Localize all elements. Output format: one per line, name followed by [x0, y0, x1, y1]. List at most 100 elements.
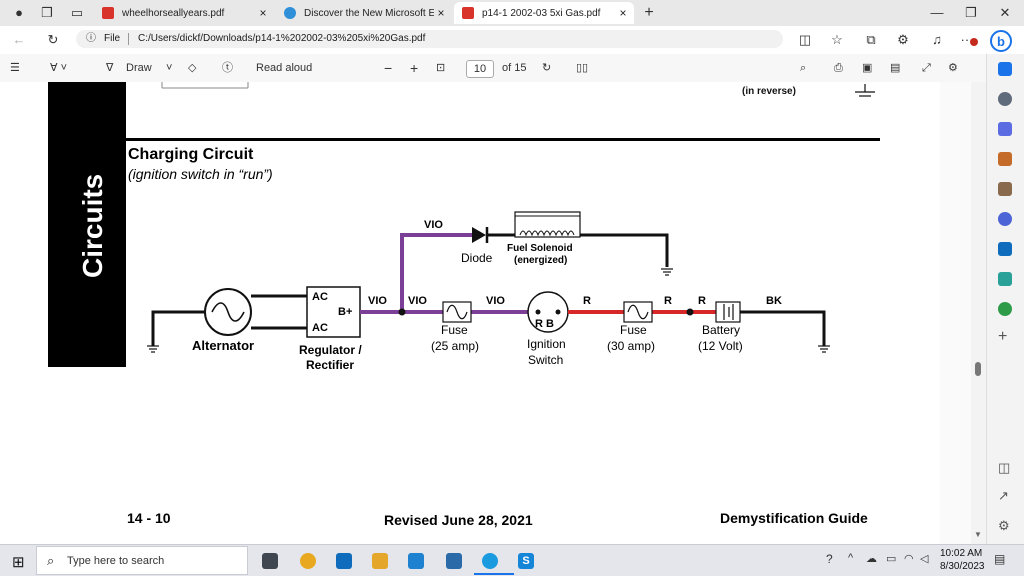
notification-bell-icon[interactable]	[998, 62, 1012, 76]
tree-icon[interactable]	[998, 302, 1012, 316]
save-icon[interactable]: ▣	[862, 62, 873, 74]
page-view-icon[interactable]: ▯▯	[576, 62, 589, 74]
print-icon[interactable]: ⎙	[834, 62, 843, 74]
rotate-icon[interactable]: ↻	[542, 62, 552, 74]
wire-label-r: R	[664, 295, 672, 307]
close-window-button[interactable]: ✕	[999, 5, 1011, 20]
settings-gear-icon[interactable]: ⚙	[998, 518, 1010, 533]
diode-label: Diode	[461, 251, 493, 265]
page-total: of 15	[502, 62, 527, 74]
edge-icon	[284, 7, 296, 19]
mail-icon[interactable]	[336, 553, 352, 569]
microsoft365-icon[interactable]	[998, 212, 1012, 226]
scroll-down-arrow[interactable]: ▼	[974, 530, 982, 539]
url-field[interactable]: ⓘ File C:/Users/dickf/Downloads/p14-1%20…	[76, 30, 783, 48]
chrome-icon[interactable]	[300, 553, 316, 569]
save-as-icon[interactable]: ▤	[890, 62, 901, 74]
revision-date: Revised June 28, 2021	[384, 512, 533, 528]
battery-label: Battery	[702, 323, 740, 337]
games-icon[interactable]	[998, 182, 1012, 196]
new-tab-button[interactable]: +	[644, 4, 654, 21]
skype-icon[interactable]: S	[518, 553, 534, 569]
photos-icon[interactable]	[446, 553, 462, 569]
wire-bk-solenoid-ground	[580, 233, 669, 267]
tab-wheelhorse[interactable]: wheelhorseallyears.pdf ×	[94, 2, 274, 24]
search-placeholder: Type here to search	[67, 555, 165, 567]
tools-icon[interactable]	[998, 152, 1012, 166]
task-view-icon[interactable]	[262, 553, 278, 569]
info-icon[interactable]: ⓘ	[86, 33, 96, 44]
zoom-in-button[interactable]: +	[410, 60, 419, 76]
settings-gear-icon[interactable]: ⚙	[948, 62, 958, 74]
scrollbar-thumb[interactable]	[975, 362, 981, 376]
vertical-scrollbar[interactable]: ▼	[971, 82, 986, 544]
draw-icon[interactable]: ∇	[106, 62, 114, 74]
chevron-up-icon[interactable]: ^	[848, 552, 854, 564]
solenoid-label: Fuel Solenoid	[507, 243, 573, 254]
search-icon[interactable]: ⌕	[800, 62, 807, 74]
action-center-icon[interactable]: ▤	[994, 552, 1006, 566]
wire-label-bk: BK	[766, 295, 782, 307]
open-external-icon[interactable]: ↗	[998, 488, 1009, 503]
split-screen-icon[interactable]: ◫	[798, 32, 812, 47]
volume-icon[interactable]: ◁	[920, 553, 929, 565]
favorites-icon[interactable]: ☆	[831, 32, 843, 47]
onedrive-icon[interactable]: ☁	[866, 553, 877, 565]
zoom-out-button[interactable]: −	[384, 60, 393, 76]
switch-contact	[535, 309, 541, 315]
ground-symbol	[818, 345, 830, 353]
highlight-icon[interactable]: ∀ ˅	[50, 62, 68, 74]
side-tab-label: Circuits	[77, 174, 108, 278]
wire-bk-ground	[151, 310, 205, 346]
fuse-wave	[627, 304, 649, 320]
outlook-icon[interactable]	[998, 242, 1012, 256]
back-button[interactable]: ←	[12, 32, 26, 47]
read-aloud-button[interactable]: Read aloud	[256, 62, 313, 74]
send-icon[interactable]	[998, 272, 1012, 286]
sidebar-panel-icon[interactable]: ◫	[998, 460, 1011, 475]
windows-start-icon[interactable]: ⊞	[12, 554, 25, 571]
app-icon[interactable]	[408, 553, 424, 569]
close-tab-icon[interactable]: ×	[437, 6, 445, 20]
page-number-input[interactable]: 10	[466, 60, 494, 78]
profile-icon[interactable]: ●	[15, 5, 23, 20]
fuse-label: Fuse	[441, 323, 468, 337]
chevron-down-icon[interactable]: ˅	[166, 62, 173, 74]
fit-page-icon[interactable]: ⊡	[436, 62, 446, 74]
search-icon[interactable]	[998, 92, 1012, 106]
restore-button[interactable]: ❐	[965, 5, 977, 20]
file-explorer-icon[interactable]	[372, 553, 388, 569]
label-ac: AC	[312, 322, 328, 334]
eraser-icon[interactable]: ◇	[188, 62, 197, 74]
notifications-icon[interactable]: ♫	[932, 32, 942, 47]
diode-symbol	[472, 227, 486, 243]
shopping-tag-icon[interactable]	[998, 122, 1012, 136]
tab-actions-icon[interactable]: ▭	[70, 5, 84, 20]
close-tab-icon[interactable]: ×	[619, 6, 627, 20]
add-icon[interactable]: +	[998, 328, 1008, 345]
taskbar-search-box[interactable]: ⌕ Type here to search	[36, 546, 248, 575]
collections-icon[interactable]: ⧉	[866, 32, 876, 47]
draw-button[interactable]: Draw	[126, 62, 152, 74]
help-icon[interactable]: ?	[826, 552, 833, 566]
section-title: Charging Circuit	[128, 146, 254, 163]
workspaces-icon[interactable]: ❒	[41, 5, 53, 20]
clock-time[interactable]: 10:02 AM	[940, 548, 983, 559]
battery-icon[interactable]: ▭	[886, 553, 897, 565]
refresh-button[interactable]: ↻	[47, 32, 59, 47]
tab-label: Discover the New Microsoft Edge	[304, 7, 434, 19]
extensions-icon[interactable]: ⚙	[897, 32, 909, 47]
tab-discover-edge[interactable]: Discover the New Microsoft Edge ×	[276, 2, 452, 24]
close-tab-icon[interactable]: ×	[259, 6, 267, 20]
wifi-icon[interactable]: ◠	[904, 553, 914, 565]
page-canvas: (in reverse) Circuits Charging Circuit (…	[48, 82, 880, 528]
minimize-button[interactable]: —	[930, 5, 944, 20]
coil-icon	[519, 230, 575, 237]
text-icon[interactable]: ⓣ	[222, 62, 233, 74]
edge-icon[interactable]	[482, 553, 498, 569]
fullscreen-icon[interactable]: ⤢	[922, 62, 931, 74]
tab-p14-gas[interactable]: p14-1 2002-03 5xi Gas.pdf ×	[454, 2, 634, 24]
contents-icon[interactable]: ☰	[10, 62, 20, 74]
clock-date[interactable]: 8/30/2023	[940, 561, 985, 572]
bing-copilot-icon[interactable]: b	[990, 30, 1012, 52]
